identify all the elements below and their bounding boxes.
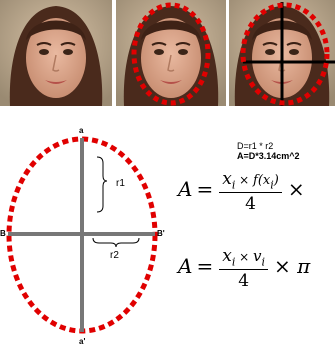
point-label-left: B xyxy=(0,229,6,238)
equation-2-lhs: A xyxy=(178,254,193,279)
r1-brace xyxy=(96,156,108,213)
equation-2-num-main: x xyxy=(222,246,232,266)
face-photo-ellipse-axes xyxy=(229,0,335,106)
equation-1-num-main: x xyxy=(222,169,232,189)
equation-1-equals: = xyxy=(196,177,214,202)
equation-1-num-sub: i xyxy=(231,178,236,192)
equation-1-numerator: xi × f(xi) xyxy=(219,169,282,194)
face-photo-plain-image xyxy=(0,0,112,106)
equation-1-num-tail: f(x xyxy=(253,173,271,188)
face-photo-ellipse-image xyxy=(116,0,226,106)
equation-1-trailing: × xyxy=(287,177,305,202)
equation-2-num-tail: v xyxy=(253,247,262,265)
equation-2-num-op: × xyxy=(235,250,254,264)
equation-2-equals: = xyxy=(196,254,214,279)
segment-label-r1: r1 xyxy=(116,178,125,189)
segment-label-r2: r2 xyxy=(110,250,119,261)
formula-line-2: A=D*3.14cm^2 xyxy=(237,151,300,161)
equation-2-numerator: xi × vi xyxy=(219,246,269,271)
point-label-top: a xyxy=(79,126,84,135)
equation-2-trailing: × π xyxy=(274,254,311,279)
equation-1-num-tail-sub: i xyxy=(270,178,274,192)
formula-line-1: D=r1 * r2 xyxy=(237,141,274,151)
equation-1: A=xi × f(xi)4× xyxy=(178,169,309,214)
face-ellipse-outline-axes xyxy=(240,2,330,106)
equation-1-num-op: × xyxy=(235,173,254,187)
face-photo-ellipse-axes-image xyxy=(229,0,335,106)
point-label-right: B' xyxy=(157,229,165,238)
equation-1-denominator: 4 xyxy=(245,194,256,215)
equation-2-denominator: 4 xyxy=(238,271,250,292)
equation-2-num-tail-sub: i xyxy=(261,255,266,269)
face-photo-ellipse xyxy=(116,0,226,106)
face-ellipse-outline xyxy=(131,2,211,106)
face-photo-plain xyxy=(0,0,112,106)
equation-2-num-sub: i xyxy=(231,255,236,269)
equation-1-lhs: A xyxy=(178,177,193,202)
equation-1-num-close: ) xyxy=(273,173,279,188)
equation-1-fraction: xi × f(xi)4 xyxy=(219,169,282,214)
r2-brace xyxy=(92,237,140,248)
point-label-bottom: a' xyxy=(79,337,86,346)
